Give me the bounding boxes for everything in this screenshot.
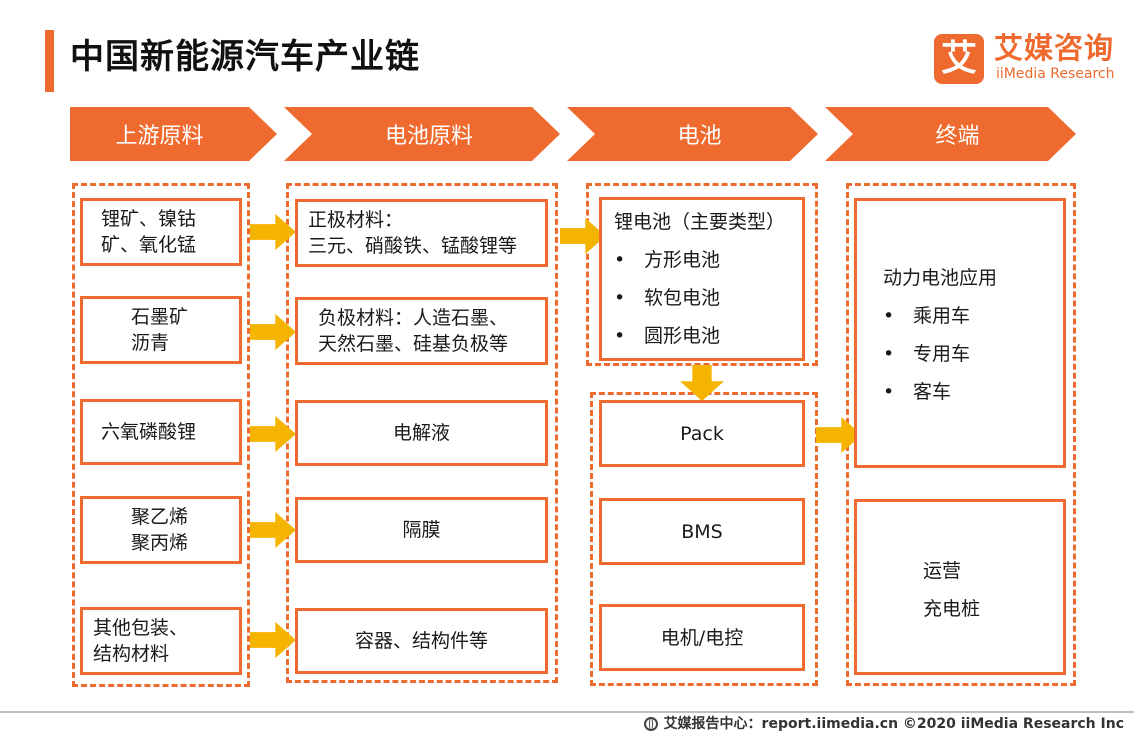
page-title: 中国新能源汽车产业链 [70, 37, 420, 77]
material-line: 三元、硝酸铁、锰酸锂等 [308, 235, 518, 257]
material-line: 电解液 [392, 422, 450, 444]
operation-line: 充电桩 [923, 598, 981, 620]
lithium-battery-type: 圆形电池 [614, 323, 802, 349]
terminal-operation: 运营 充电桩 [854, 499, 1066, 675]
material-cathode: 正极材料： 三元、硝酸铁、锰酸锂等 [295, 199, 548, 267]
power-application-title: 动力电池应用 [883, 267, 998, 289]
material-line: 天然石墨、硅基负极等 [318, 333, 509, 355]
material-line: 正极材料： [308, 209, 404, 231]
footer-text: 艾媒报告中心：report.iimedia.cn ©2020 iiMedia R… [663, 716, 1124, 732]
vehicle-type: 专用车 [883, 341, 1063, 367]
upstream-item-line: 结构材料 [93, 643, 170, 665]
material-line: 隔膜 [402, 519, 441, 541]
operation-line: 运营 [923, 560, 962, 582]
material-electrolyte: 电解液 [295, 400, 548, 466]
upstream-item-line: 矿、氧化锰 [101, 234, 197, 256]
upstream-item-minerals: 锂矿、镍钴 矿、氧化锰 [80, 198, 242, 266]
upstream-item-line: 沥青 [131, 332, 170, 354]
material-anode: 负极材料：人造石墨、 天然石墨、硅基负极等 [295, 297, 548, 365]
terminal-power-application: 动力电池应用 乘用车 专用车 客车 [854, 198, 1066, 468]
lithium-battery-type: 软包电池 [614, 285, 802, 311]
component-motor-control: 电机/电控 [599, 604, 805, 671]
brand-name-cn: 艾媒咨询 [994, 31, 1115, 65]
brand-name-en: iiMedia Research [996, 66, 1115, 82]
stage-terminal: 终端 [825, 107, 1076, 161]
footer: 艾媒报告中心：report.iimedia.cn ©2020 iiMedia R… [643, 714, 1124, 734]
lithium-battery-type: 方形电池 [614, 247, 802, 273]
upstream-item-line: 聚丙烯 [131, 532, 189, 554]
material-line: 负极材料：人造石墨、 [318, 307, 509, 329]
upstream-item-line: 其他包装、 [93, 617, 189, 639]
stage-upstream: 上游原料 [70, 107, 277, 161]
component-pack: Pack [599, 400, 805, 467]
upstream-item-polymers: 聚乙烯 聚丙烯 [80, 496, 242, 564]
component-bms: BMS [599, 498, 805, 565]
upstream-item-graphite: 石墨矿 沥青 [80, 296, 242, 364]
vehicle-type: 客车 [883, 379, 1063, 405]
material-line: 容器、结构件等 [354, 630, 488, 652]
vehicle-type: 乘用车 [883, 303, 1063, 329]
stage-battery-materials: 电池原料 [284, 107, 560, 161]
upstream-item-line: 六氧磷酸锂 [101, 421, 197, 443]
upstream-item-line: 聚乙烯 [131, 506, 189, 528]
globe-icon [643, 717, 658, 731]
lithium-battery-box: 锂电池（主要类型） 方形电池 软包电池 圆形电池 [599, 197, 805, 361]
material-container: 容器、结构件等 [295, 608, 548, 674]
upstream-item-line: 石墨矿 [131, 306, 189, 328]
brand-logo-icon: 艾 [934, 34, 984, 84]
material-separator: 隔膜 [295, 497, 548, 563]
footer-divider [0, 711, 1134, 713]
upstream-group [72, 183, 250, 687]
upstream-item-line: 锂矿、镍钴 [101, 208, 197, 230]
lithium-battery-title: 锂电池（主要类型） [614, 211, 786, 233]
upstream-item-packaging: 其他包装、 结构材料 [80, 607, 242, 675]
lithium-battery-group [586, 183, 818, 366]
stage-battery: 电池 [567, 107, 818, 161]
title-accent-bar [45, 30, 54, 92]
upstream-item-lipf6: 六氧磷酸锂 [80, 399, 242, 465]
